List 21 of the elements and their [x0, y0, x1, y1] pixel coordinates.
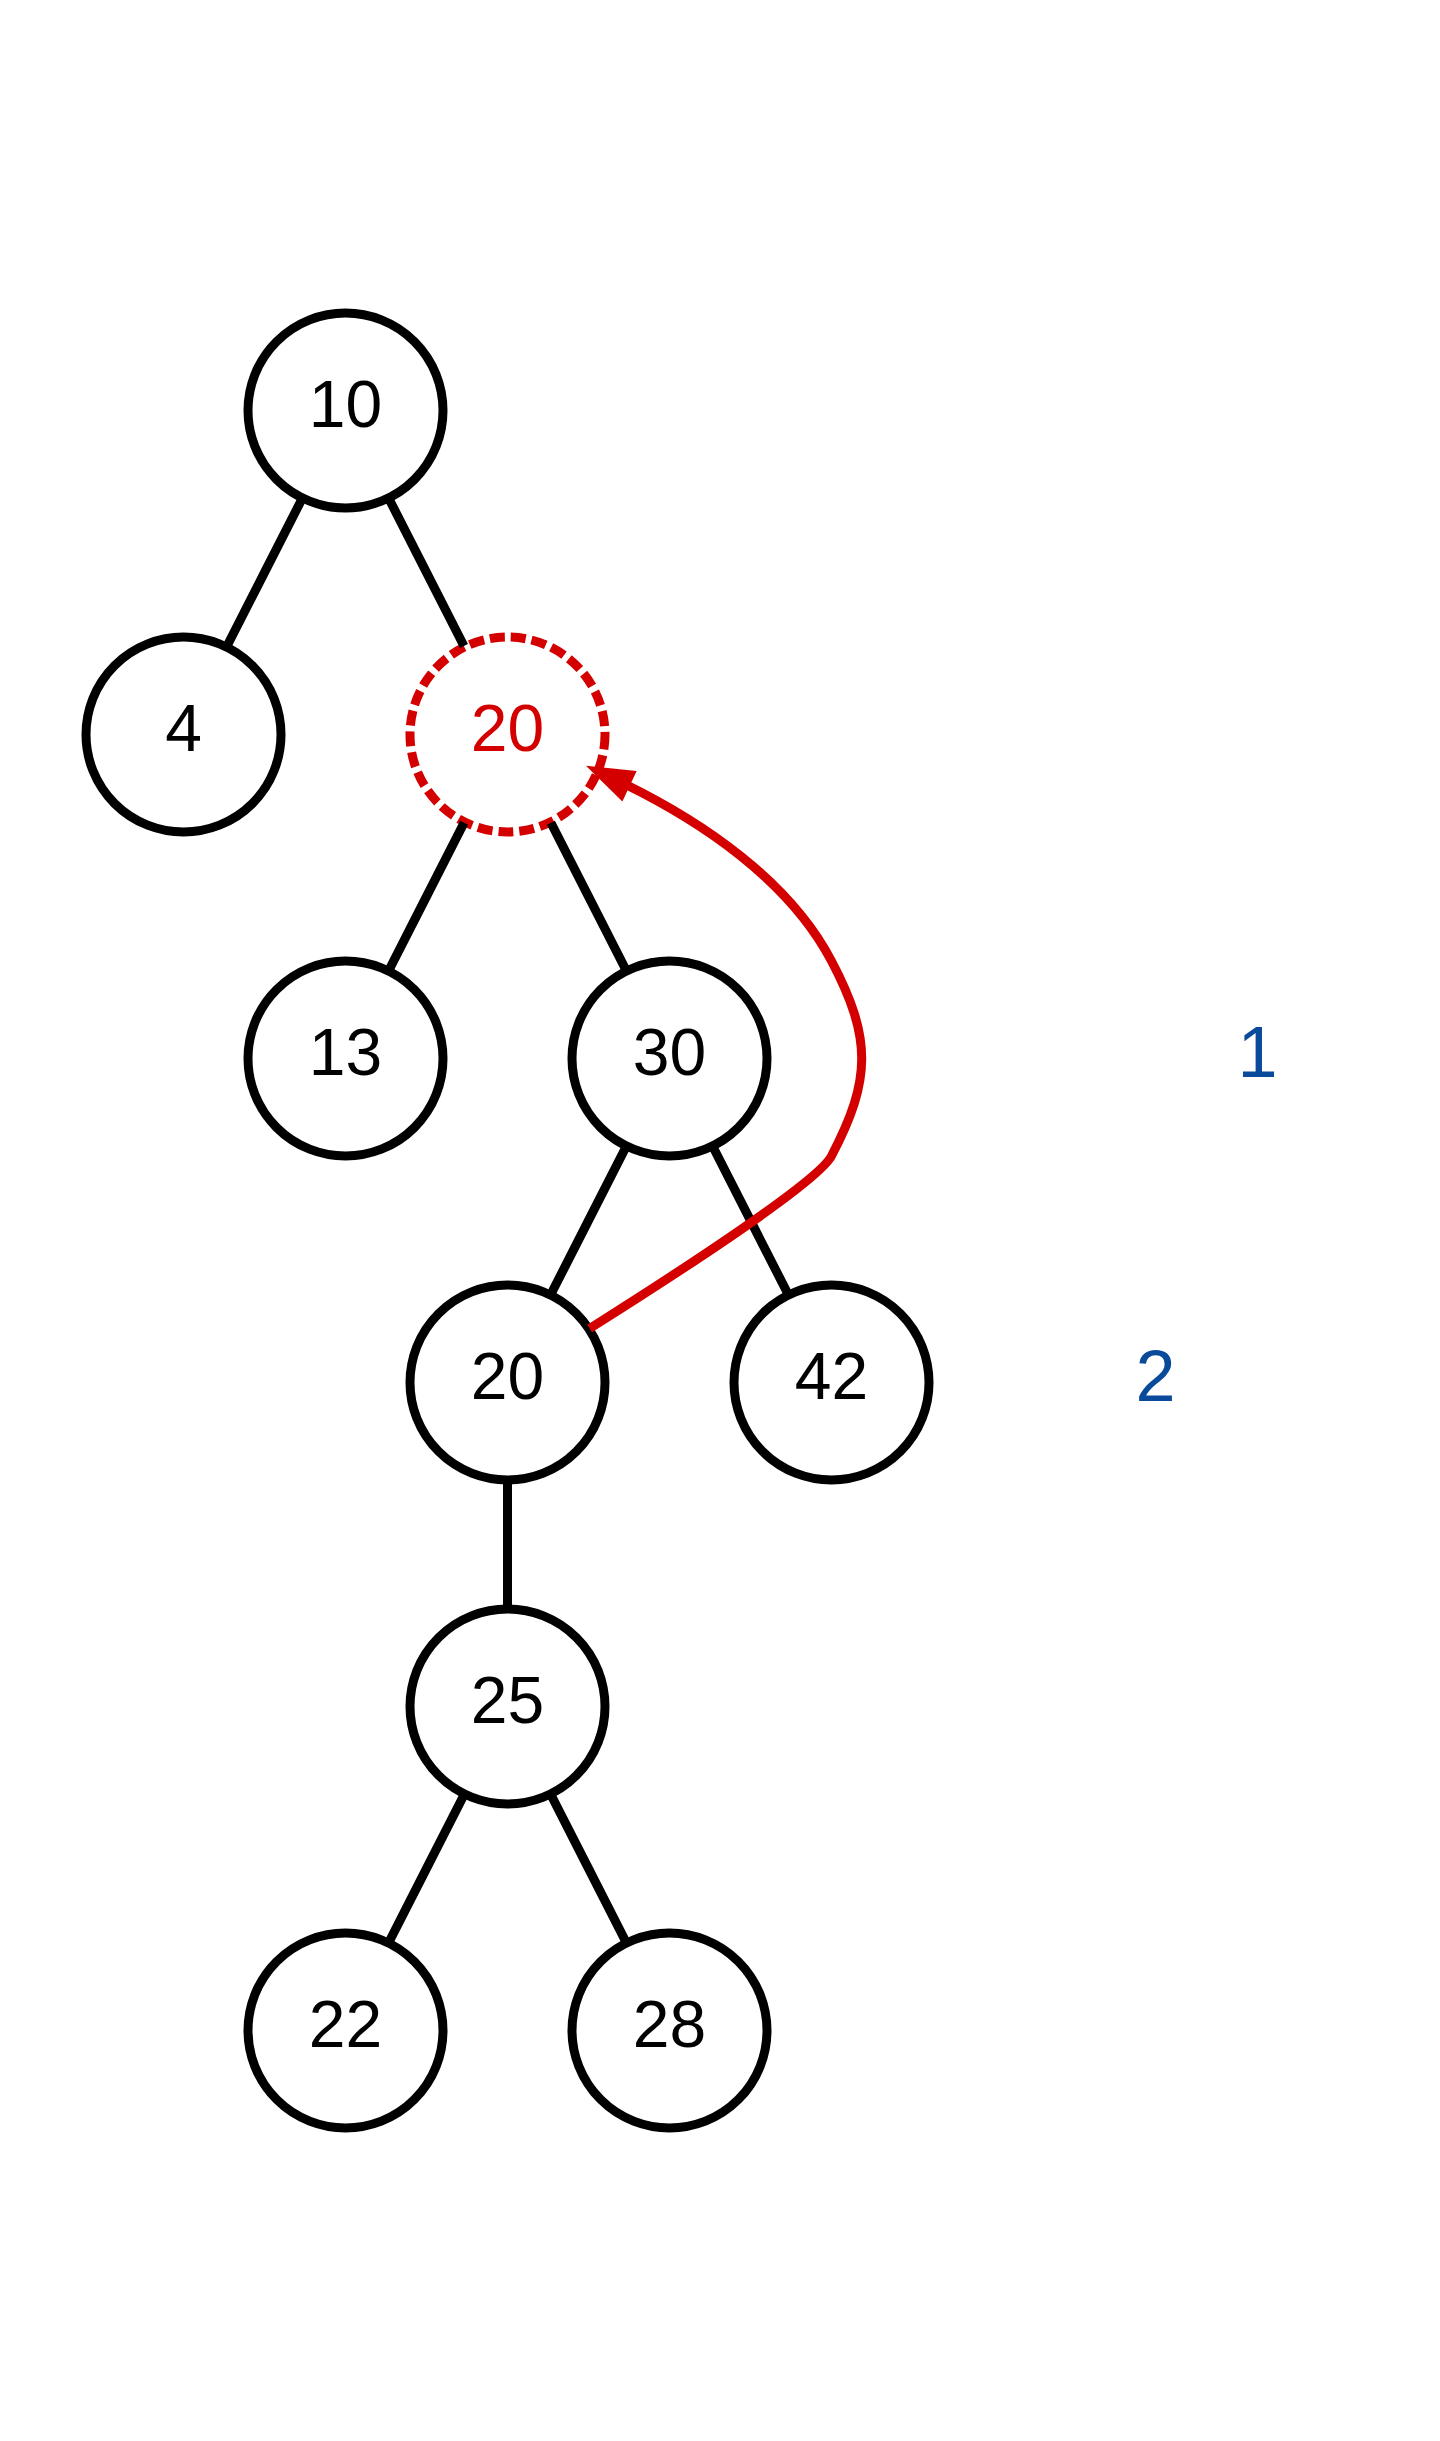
connector: [222, 496, 306, 649]
node-circle: 30: [567, 956, 771, 1161]
connector: [384, 496, 468, 649]
arrow: [585, 765, 866, 1333]
node-circle: 25: [405, 1604, 609, 1809]
node-circle: 13: [243, 956, 447, 1161]
node-circle: 28: [567, 1928, 771, 2133]
connector: [546, 820, 630, 973]
connector: [546, 1792, 630, 1945]
label: 2: [1134, 1336, 1176, 1417]
connector: [384, 820, 468, 973]
node-circle: 42: [729, 1280, 933, 1485]
label: 1: [1236, 1012, 1278, 1093]
node-circle: 20: [405, 632, 609, 837]
node-circle: 4: [81, 632, 285, 837]
node-circle: 20: [405, 1280, 609, 1485]
connector: [546, 1144, 630, 1297]
node-circle: 10: [243, 308, 447, 513]
connector: [708, 1144, 792, 1297]
connector: [384, 1792, 468, 1945]
node-circle: 22: [243, 1928, 447, 2133]
